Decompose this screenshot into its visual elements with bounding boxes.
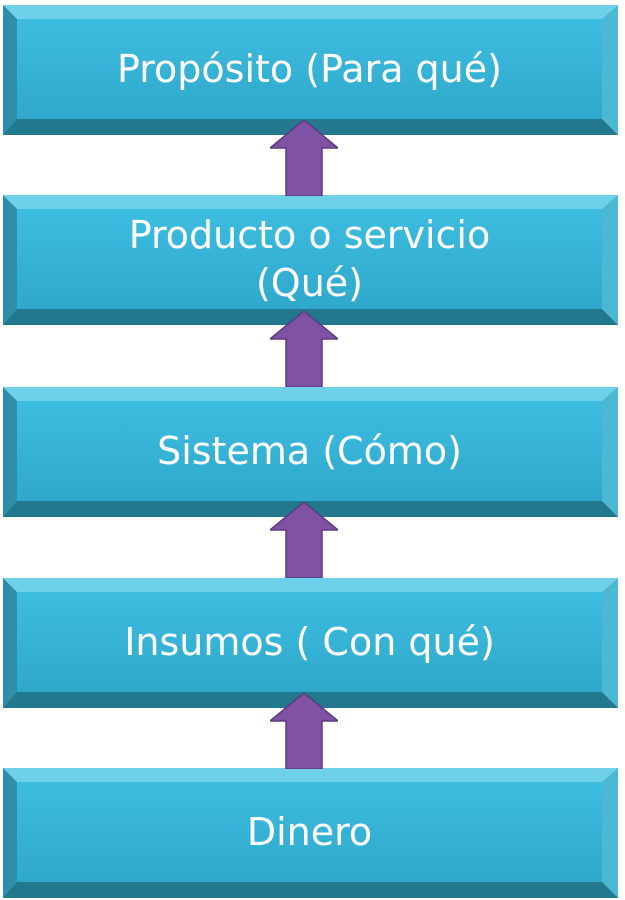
up-arrow-icon — [270, 311, 338, 387]
box-proposito: Propósito (Para qué) — [3, 5, 618, 135]
box-label: Propósito (Para qué) — [117, 47, 502, 91]
up-arrow-icon — [270, 120, 338, 196]
box-label: Producto o servicio (Qué) — [128, 213, 491, 305]
up-arrow-icon — [270, 693, 338, 769]
box-label: Insumos ( Con qué) — [124, 620, 495, 664]
up-arrow-icon — [270, 502, 338, 578]
box-label: Sistema (Cómo) — [157, 429, 462, 473]
box-producto: Producto o servicio (Qué) — [3, 195, 618, 325]
box-sistema: Sistema (Cómo) — [3, 387, 618, 517]
box-dinero: Dinero — [3, 768, 618, 898]
box-label: Dinero — [246, 810, 373, 854]
box-insumos: Insumos ( Con qué) — [3, 578, 618, 708]
